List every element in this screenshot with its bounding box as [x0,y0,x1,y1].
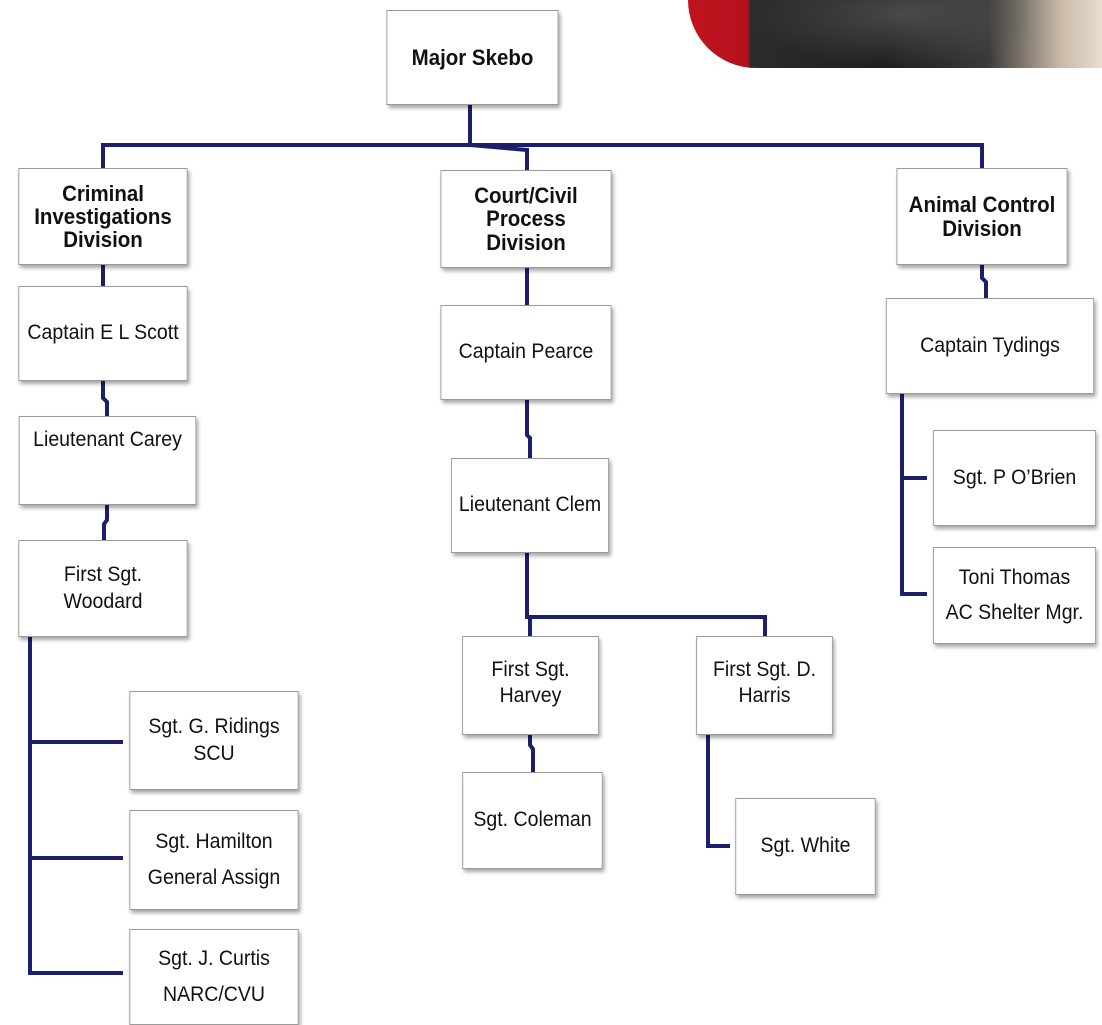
sgt-hamilton-box: Sgt. Hamilton General Assign [129,810,299,910]
lieutenant-clem-box: Lieutenant Clem [450,458,610,553]
captain-pearce-box: Captain Pearce [440,305,612,400]
captain-scott-box: Captain E L Scott [18,286,188,381]
first-sgt-harvey-box: First Sgt. Harvey [462,636,599,735]
sgt-coleman-box: Sgt. Coleman [462,772,603,869]
connector-criminal-chain [28,265,123,975]
lieutenant-carey-box: Lieutenant Carey [18,416,197,505]
toni-thomas-box: Toni Thomas AC Shelter Mgr. [933,547,1096,644]
sgt-curtis-box: Sgt. J. Curtis NARC/CVU [129,929,299,1025]
animal-control-division-box: Animal Control Division [896,168,1068,265]
criminal-investigations-division-box: Criminal Investigations Division [18,168,188,265]
major-skebo-box: Major Skebo [386,10,559,105]
portrait-photo [688,0,1102,68]
sgt-obrien-box: Sgt. P O’Brien [933,430,1096,526]
sgt-white-box: Sgt. White [735,798,876,895]
sgt-ridings-box: Sgt. G. Ridings SCU [129,691,299,790]
connector-court-chain [525,268,767,848]
first-sgt-harris-box: First Sgt. D. Harris [696,636,833,735]
first-sgt-woodard-box: First Sgt. Woodard [18,540,188,637]
connector-animal-chain [900,265,988,596]
captain-tydings-box: Captain Tydings [885,298,1095,394]
court-civil-process-division-box: Court/Civil Process Division [440,170,612,268]
connector-major-trunk [101,105,984,170]
